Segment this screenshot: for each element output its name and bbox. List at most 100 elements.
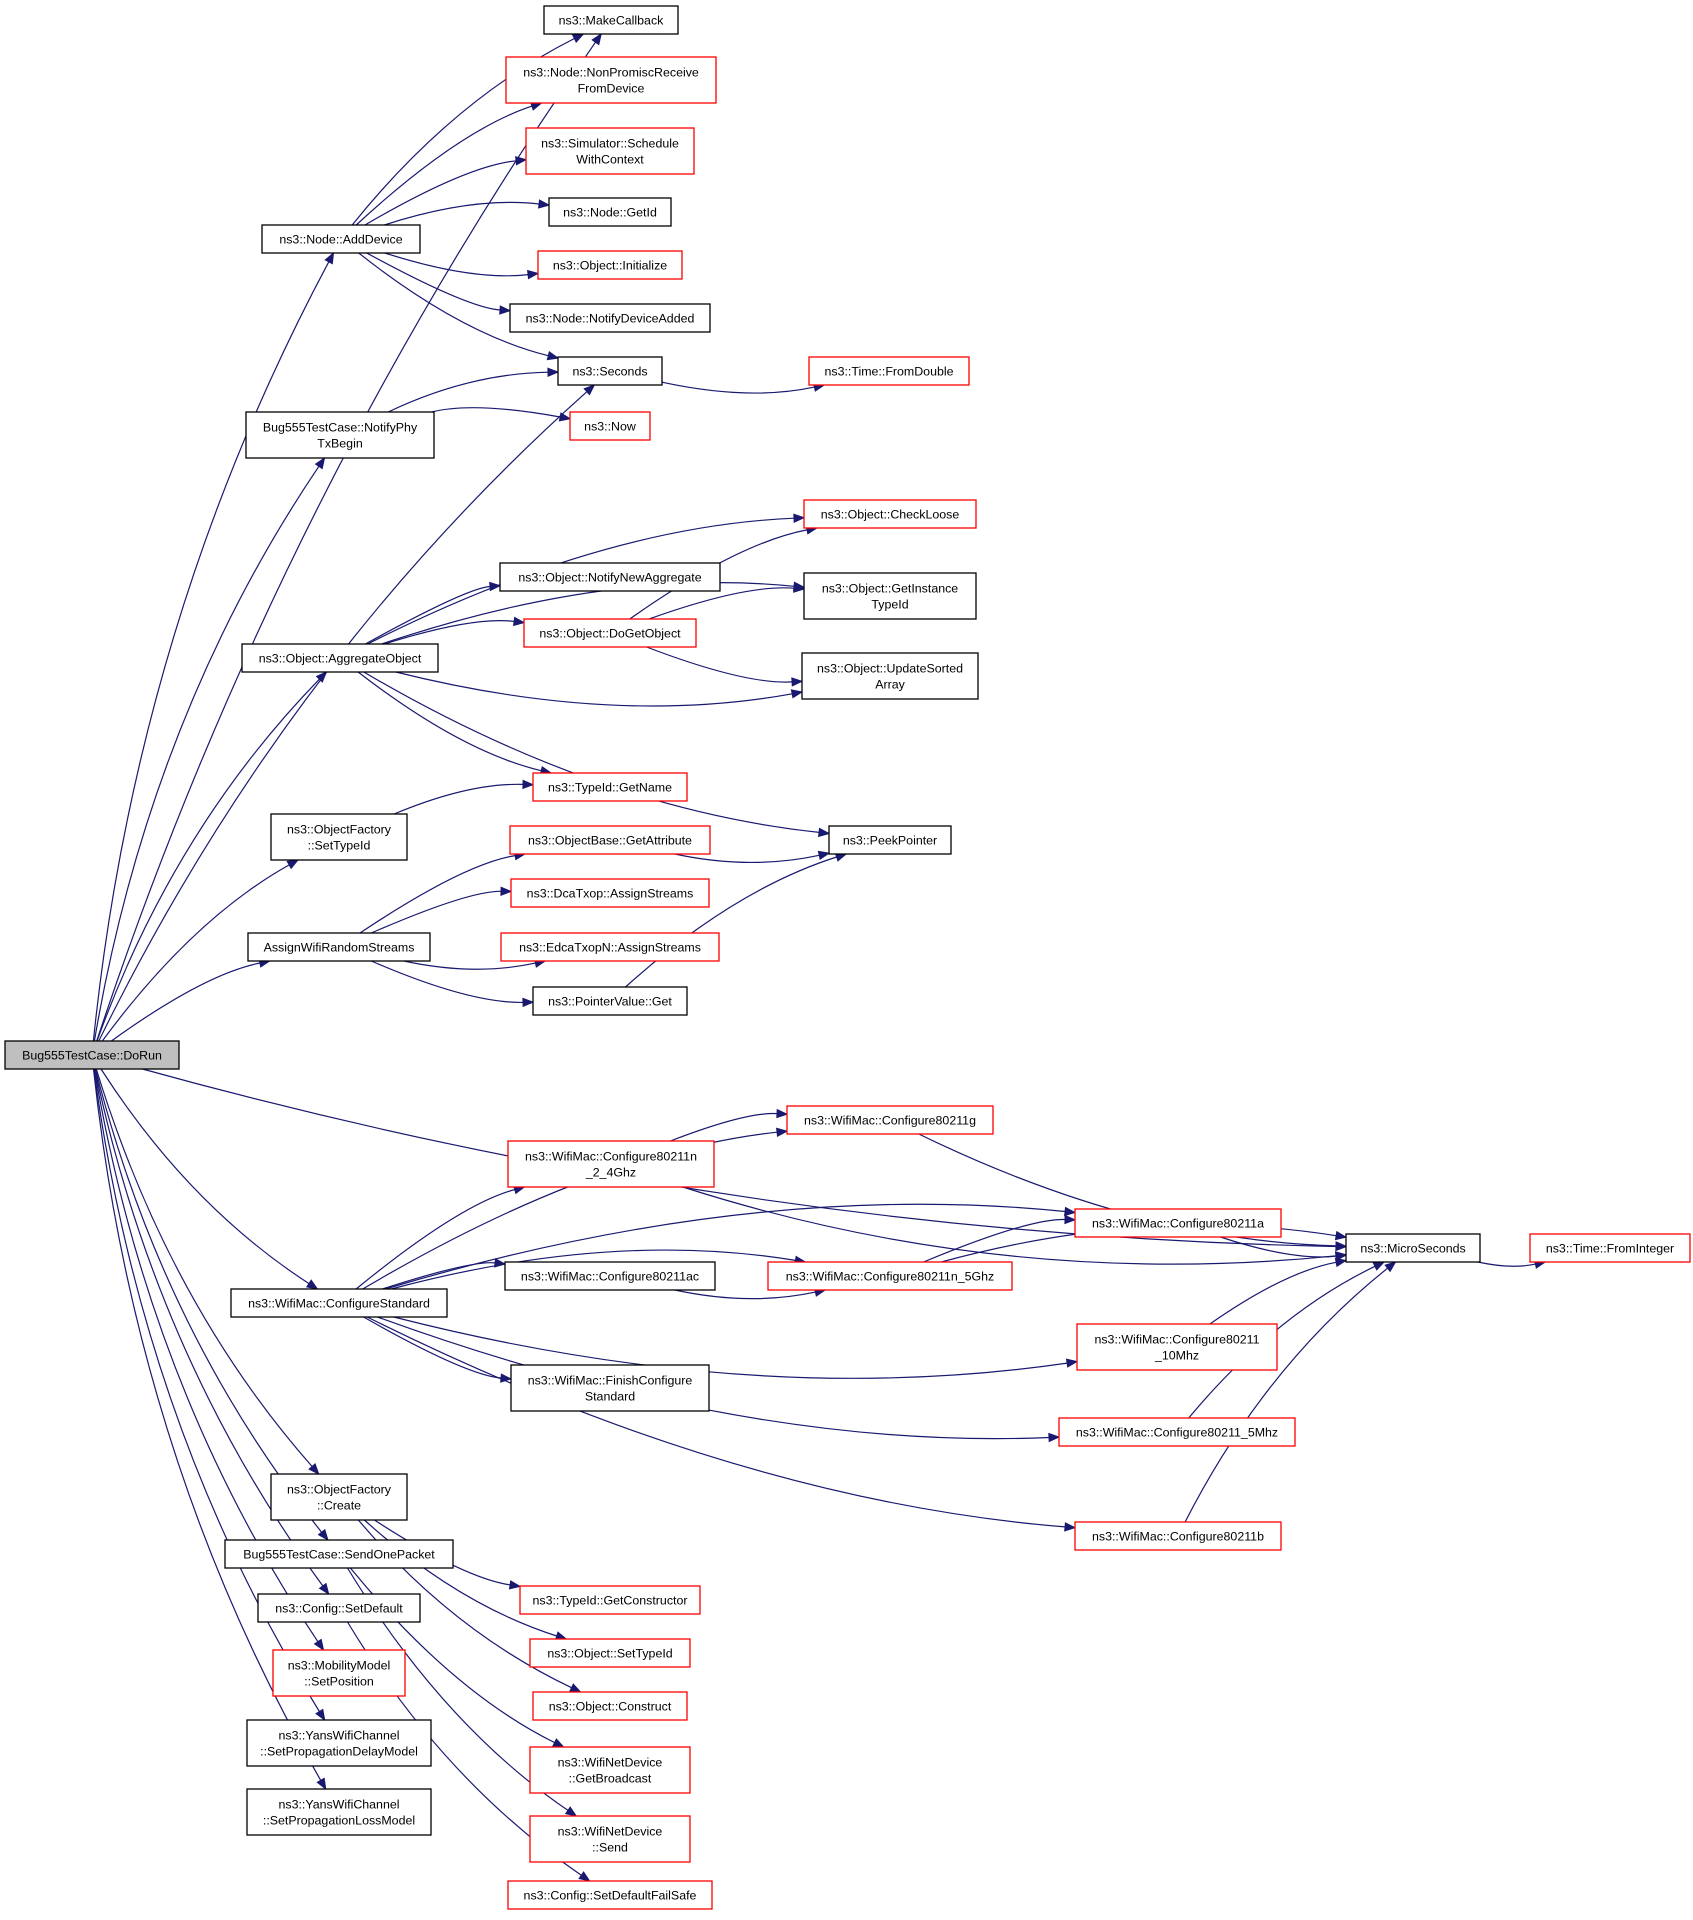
node-setdefault[interactable]: ns3::Config::SetDefault [257,1593,421,1623]
node-initialize[interactable]: ns3::Object::Initialize [537,250,683,280]
node-box[interactable] [261,224,421,254]
node-box[interactable] [808,356,970,386]
node-box[interactable] [523,618,697,648]
node-cfg5mhz[interactable]: ns3::WifiMac::Configure80211_5Mhz [1058,1417,1296,1447]
node-seconds[interactable]: ns3::Seconds [557,356,663,386]
node-box[interactable] [1345,1233,1481,1263]
node-box[interactable] [543,5,679,35]
node-box[interactable] [504,1261,716,1291]
node-notifydevadded[interactable]: ns3::Node::NotifyDeviceAdded [509,303,711,333]
node-makecb[interactable]: ns3::MakeCallback [543,5,679,35]
node-cfg11g[interactable]: ns3::WifiMac::Configure80211g [786,1105,994,1135]
node-dorun[interactable]: Bug555TestCase::DoRun [4,1040,180,1070]
node-box[interactable] [230,1288,448,1318]
node-box[interactable] [499,562,721,592]
node-box[interactable] [510,1364,710,1412]
node-notifynewagg[interactable]: ns3::Object::NotifyNewAggregate [499,562,721,592]
node-dogetobject[interactable]: ns3::Object::DoGetObject [523,618,697,648]
node-box[interactable] [1058,1417,1296,1447]
node-cfg11n5[interactable]: ns3::WifiMac::Configure80211n_5Ghz [767,1261,1013,1291]
node-getbroadcast[interactable]: ns3::WifiNetDevice::GetBroadcast [529,1746,691,1794]
node-getattribute[interactable]: ns3::ObjectBase::GetAttribute [509,825,711,855]
node-box[interactable] [1074,1208,1282,1238]
node-box[interactable] [507,1140,715,1188]
node-send[interactable]: ns3::WifiNetDevice::Send [529,1815,691,1863]
node-box[interactable] [767,1261,1013,1291]
node-box[interactable] [246,1719,432,1767]
node-cfg10mhz[interactable]: ns3::WifiMac::Configure80211_10Mhz [1076,1323,1278,1371]
node-getid[interactable]: ns3::Node::GetId [548,197,672,227]
node-cfgstd[interactable]: ns3::WifiMac::ConfigureStandard [230,1288,448,1318]
node-dcatxop[interactable]: ns3::DcaTxop::AssignStreams [510,878,710,908]
node-box[interactable] [532,986,688,1016]
node-setpropdelay[interactable]: ns3::YansWifiChannel::SetPropagationDela… [246,1719,432,1767]
node-box[interactable] [569,411,651,441]
node-setproploss[interactable]: ns3::YansWifiChannel::SetPropagationLoss… [246,1788,432,1836]
node-aggregate[interactable]: ns3::Object::AggregateObject [241,643,439,673]
node-adddevice[interactable]: ns3::Node::AddDevice [261,224,421,254]
node-checkloose[interactable]: ns3::Object::CheckLoose [803,499,977,529]
node-cfg11n24[interactable]: ns3::WifiMac::Configure80211n_2_4Ghz [507,1140,715,1188]
node-cfg11ac[interactable]: ns3::WifiMac::Configure80211ac [504,1261,716,1291]
node-box[interactable] [548,197,672,227]
node-box[interactable] [532,772,688,802]
node-fromdouble[interactable]: ns3::Time::FromDouble [808,356,970,386]
node-box[interactable] [519,1585,701,1615]
node-box[interactable] [1529,1233,1691,1263]
node-peekpointer[interactable]: ns3::PeekPointer [828,825,952,855]
node-box[interactable] [507,1880,713,1910]
node-box[interactable] [801,652,979,700]
node-box[interactable] [803,572,977,620]
node-microseconds[interactable]: ns3::MicroSeconds [1345,1233,1481,1263]
node-box[interactable] [245,411,435,459]
node-box[interactable] [529,1815,691,1863]
node-box[interactable] [246,1788,432,1836]
node-box[interactable] [803,499,977,529]
node-construct[interactable]: ns3::Object::Construct [532,1691,688,1721]
node-box[interactable] [4,1040,180,1070]
node-box[interactable] [270,813,408,861]
node-box[interactable] [525,127,695,175]
node-edcatxop[interactable]: ns3::EdcaTxopN::AssignStreams [500,932,720,962]
node-box[interactable] [510,878,710,908]
node-cfg11a[interactable]: ns3::WifiMac::Configure80211a [1074,1208,1282,1238]
node-box[interactable] [270,1473,408,1521]
node-box[interactable] [828,825,952,855]
node-setposition[interactable]: ns3::MobilityModel::SetPosition [272,1649,406,1697]
node-setdefaultfs[interactable]: ns3::Config::SetDefaultFailSafe [507,1880,713,1910]
node-box[interactable] [247,932,431,962]
node-ofcreate[interactable]: ns3::ObjectFactory::Create [270,1473,408,1521]
node-box[interactable] [1076,1323,1278,1371]
node-frominteger[interactable]: ns3::Time::FromInteger [1529,1233,1691,1263]
node-box[interactable] [529,1746,691,1794]
node-box[interactable] [532,1691,688,1721]
node-box[interactable] [241,643,439,673]
node-getname[interactable]: ns3::TypeId::GetName [532,772,688,802]
node-box[interactable] [529,1638,691,1668]
node-objsettypeid[interactable]: ns3::Object::SetTypeId [529,1638,691,1668]
node-box[interactable] [224,1539,454,1569]
node-box[interactable] [257,1593,421,1623]
node-box[interactable] [786,1105,994,1135]
node-box[interactable] [509,303,711,333]
node-box[interactable] [509,825,711,855]
node-ofsettypeid[interactable]: ns3::ObjectFactory::SetTypeId [270,813,408,861]
node-box[interactable] [505,56,717,104]
node-pvget[interactable]: ns3::PointerValue::Get [532,986,688,1016]
node-cfg11b[interactable]: ns3::WifiMac::Configure80211b [1074,1521,1282,1551]
node-box[interactable] [272,1649,406,1697]
node-assignwifi[interactable]: AssignWifiRandomStreams [247,932,431,962]
node-box[interactable] [537,250,683,280]
node-now[interactable]: ns3::Now [569,411,651,441]
node-getconstructor[interactable]: ns3::TypeId::GetConstructor [519,1585,701,1615]
node-box[interactable] [557,356,663,386]
node-box[interactable] [1074,1521,1282,1551]
node-box[interactable] [500,932,720,962]
node-sendone[interactable]: Bug555TestCase::SendOnePacket [224,1539,454,1569]
